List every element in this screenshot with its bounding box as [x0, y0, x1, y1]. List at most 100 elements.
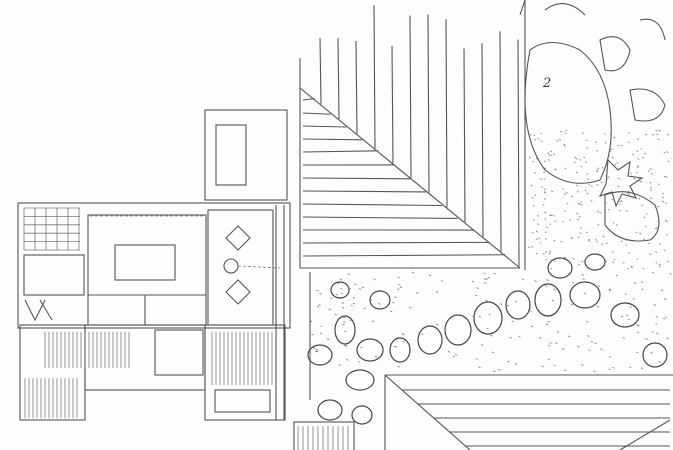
gravel-dot — [605, 142, 607, 143]
gravel-dot — [608, 176, 610, 177]
gravel-dot — [637, 167, 639, 168]
gravel-dot — [669, 273, 671, 274]
gravel-dot — [540, 242, 542, 243]
gravel-dot — [596, 170, 598, 171]
gravel-dot — [580, 233, 582, 234]
stepping-stone — [585, 254, 605, 270]
gravel-dot — [641, 205, 643, 206]
roof-line — [303, 217, 458, 218]
gravel-dot — [537, 224, 539, 225]
roof-line — [374, 5, 375, 148]
gravel-dot — [614, 164, 616, 165]
gravel-dot — [548, 153, 550, 154]
gravel-dot — [586, 232, 588, 233]
gravel-dot — [580, 202, 582, 203]
gravel-dot — [484, 273, 486, 274]
gravel-dot — [573, 258, 575, 259]
stepping-stone — [352, 406, 372, 424]
gravel-dot — [549, 253, 551, 254]
gravel-dot — [546, 324, 548, 325]
gravel-dot — [611, 149, 613, 150]
gravel-dot — [339, 365, 341, 366]
gravel-dot — [412, 272, 414, 273]
gravel-dot — [650, 168, 652, 169]
gravel-dot — [533, 205, 535, 206]
gravel-dot — [536, 239, 538, 240]
gravel-dot — [576, 172, 578, 173]
gravel-dot — [340, 279, 342, 280]
gravel-dot — [650, 189, 652, 190]
gravel-dot — [665, 220, 667, 221]
gravel-dot — [539, 337, 541, 338]
gravel-dot — [317, 290, 319, 291]
gravel-dot — [617, 163, 619, 164]
gravel-dot — [600, 349, 602, 350]
gravel-dot — [665, 317, 667, 318]
gravel-dot — [566, 192, 568, 193]
gravel-dot — [606, 243, 608, 244]
gravel-dot — [543, 204, 545, 205]
gravel-dot — [582, 261, 584, 262]
gravel-dot — [541, 133, 543, 134]
gravel-dot — [317, 306, 319, 307]
gravel-dot — [532, 161, 534, 162]
gravel-dot — [666, 177, 668, 178]
gravel-dot — [545, 252, 547, 253]
gravel-dot — [655, 323, 657, 324]
gravel-dot — [636, 352, 638, 353]
gravel-dot — [648, 243, 650, 244]
gravel-dot — [342, 303, 344, 304]
gravel-dot — [664, 250, 666, 251]
gravel-dot — [616, 275, 618, 276]
gravel-dot — [554, 240, 556, 241]
gravel-dot — [612, 157, 614, 158]
gravel-dot — [593, 371, 595, 372]
gravel-dot — [564, 194, 566, 195]
stepping-stone — [357, 339, 383, 361]
gravel-dot — [560, 131, 562, 132]
gravel-dot — [636, 172, 638, 173]
gravel-dot — [634, 282, 636, 283]
roof-sloped — [300, 5, 520, 268]
gravel-dot — [574, 157, 576, 158]
gravel-dot — [472, 281, 474, 282]
gravel-dot — [486, 278, 488, 279]
floor-plan — [18, 110, 354, 450]
gravel-dot — [576, 185, 578, 186]
gravel-dot — [541, 187, 543, 188]
gravel-dot — [667, 134, 669, 135]
gravel-dot — [628, 142, 630, 143]
gravel-dot — [580, 227, 582, 228]
gravel-dot — [566, 130, 568, 131]
gravel-dot — [586, 140, 588, 141]
gravel-dot — [534, 172, 536, 173]
gravel-dot — [666, 221, 668, 222]
roof-line — [338, 38, 339, 119]
gravel-dot — [529, 157, 531, 158]
gravel-dot — [544, 172, 546, 173]
gravel-dot — [643, 239, 645, 240]
gravel-dot — [641, 368, 643, 369]
gravel-dot — [667, 151, 669, 152]
gravel-dot — [568, 336, 570, 337]
stepping-stone — [445, 315, 471, 345]
gravel-dot — [353, 297, 355, 298]
gravel-dot — [654, 304, 656, 305]
gravel-dot — [616, 224, 618, 225]
gravel-dot — [531, 185, 533, 186]
gravel-dot — [557, 331, 559, 332]
gravel-dot — [664, 176, 666, 177]
gravel-dot — [429, 275, 431, 276]
gravel-dot — [667, 261, 669, 262]
gravel-dot — [663, 318, 665, 319]
gravel-dot — [528, 247, 530, 248]
gravel-dot — [656, 262, 658, 263]
gravel-dot — [548, 359, 550, 360]
gravel-dot — [630, 173, 632, 174]
gravel-dot — [362, 287, 364, 288]
gravel-dot — [531, 246, 533, 247]
gravel-dot — [659, 266, 661, 267]
stepping-stone — [535, 284, 561, 316]
gravel-dot — [531, 326, 533, 327]
